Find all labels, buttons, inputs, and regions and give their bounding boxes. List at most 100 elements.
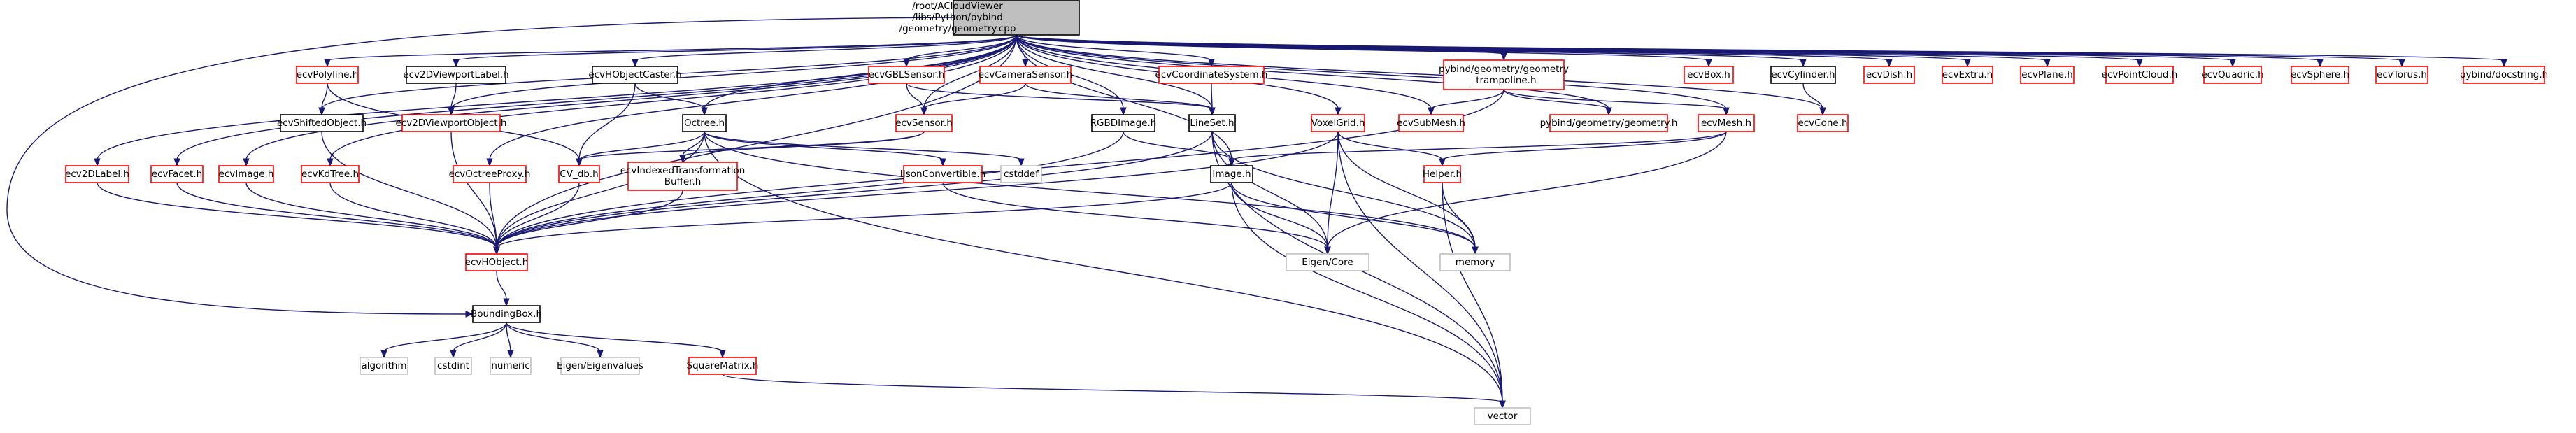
node-ecv-image[interactable]: ecvImage.h bbox=[218, 165, 274, 183]
node-ecv-kd-tree[interactable]: ecvKdTree.h bbox=[301, 165, 360, 183]
node-memory[interactable]: memory bbox=[1439, 253, 1511, 271]
edge-root-to-ecv-sensor bbox=[923, 34, 1017, 110]
edge-bounding-box-to-square-matrix bbox=[506, 322, 723, 353]
edge-root-to-docstring bbox=[1016, 34, 2505, 62]
node-box bbox=[903, 165, 983, 183]
node-label: ecvBox.h bbox=[1687, 69, 1730, 80]
node-ecv-hobject[interactable]: ecvHObject.h bbox=[465, 253, 529, 271]
node-ecv-facet[interactable]: ecvFacet.h bbox=[150, 165, 204, 183]
edge-root-to-ecv-polyline bbox=[327, 34, 1017, 62]
arrowhead bbox=[465, 311, 474, 318]
node-ecv2-dviewport-label[interactable]: ecv2DViewportLabel.h bbox=[403, 66, 509, 84]
node-cstdint[interactable]: cstdint bbox=[434, 357, 472, 375]
edge-root-to-ecv-octree-proxy bbox=[489, 34, 1017, 161]
node-line-set[interactable]: LineSet.h bbox=[1188, 114, 1236, 132]
node-ecv-torus[interactable]: ecvTorus.h bbox=[2375, 66, 2428, 84]
arrowhead bbox=[1018, 158, 1025, 167]
node-ijson-convertible[interactable]: IJsonConvertible.h bbox=[900, 165, 985, 183]
node-label: ecvShiftedObject.h bbox=[277, 118, 367, 129]
node-ecv-point-cloud[interactable]: ecvPointCloud.h bbox=[2102, 66, 2178, 84]
node-ecv-quadric[interactable]: ecvQuadric.h bbox=[2201, 66, 2264, 84]
node-box bbox=[150, 165, 204, 183]
node-box bbox=[1286, 253, 1369, 271]
node-cv-db[interactable]: CV_db.h bbox=[558, 165, 600, 183]
node-ecv-sub-mesh[interactable]: ecvSubMesh.h bbox=[1397, 114, 1465, 132]
node-ecv-dish[interactable]: ecvDish.h bbox=[1863, 66, 1915, 84]
node-label: Buffer.h bbox=[664, 176, 702, 187]
edge-ecv-mesh-to-eigen-core bbox=[1327, 131, 1727, 249]
node-box bbox=[490, 357, 532, 375]
arrowhead bbox=[324, 59, 331, 68]
node-ecv-box[interactable]: ecvBox.h bbox=[1684, 66, 1734, 84]
node-label: vector bbox=[1488, 411, 1518, 422]
edge-bounding-box-to-numeric bbox=[506, 322, 511, 353]
node-label: CV_db.h bbox=[560, 169, 598, 180]
node-root[interactable]: /root/ACloudViewer/libs/Python/pybind/ge… bbox=[899, 0, 1080, 36]
node-docstring[interactable]: pybind/docstring.h bbox=[2460, 66, 2548, 84]
node-ecv-sensor[interactable]: ecvSensor.h bbox=[895, 114, 953, 132]
node-ecv2-dviewport-object[interactable]: ecv2DViewportObject.h bbox=[396, 114, 507, 132]
node-ecv2-dlabel[interactable]: ecv2DLabel.h bbox=[65, 165, 129, 183]
node-label: ecvPlane.h bbox=[2021, 69, 2073, 80]
arrowhead bbox=[2136, 59, 2143, 68]
edge-root-to-ecv2-dviewport-label bbox=[455, 34, 1017, 62]
node-ecv-plane[interactable]: ecvPlane.h bbox=[2020, 66, 2075, 84]
node-ecv-hobject-caster[interactable]: ecvHObjectCaster.h bbox=[588, 66, 682, 84]
node-rgbdimage[interactable]: RGBDImage.h bbox=[1090, 114, 1157, 132]
edge-ecv-sensor-to-ecv-indexed-transformation-buffer bbox=[682, 131, 925, 157]
edge-ecv-shifted-object-to-ecv-hobject bbox=[321, 131, 497, 249]
node-label: pybind/geometry/geometry.h bbox=[1540, 118, 1678, 129]
node-ecv-extru[interactable]: ecvExtru.h bbox=[1942, 66, 1993, 84]
node-ecv-cylinder[interactable]: ecvCylinder.h bbox=[1770, 66, 1836, 84]
node-ecv-octree-proxy[interactable]: ecvOctreeProxy.h bbox=[449, 165, 531, 183]
node-eigen-eigenvalues[interactable]: Eigen/Eigenvalues bbox=[557, 357, 643, 375]
node-box bbox=[2291, 66, 2349, 84]
node-box bbox=[953, 0, 1080, 36]
arrowhead bbox=[1428, 107, 1435, 116]
arrowhead bbox=[327, 158, 334, 167]
node-octree[interactable]: Octree.h bbox=[682, 114, 727, 132]
node-ecv-mesh[interactable]: ecvMesh.h bbox=[1698, 114, 1755, 132]
node-cstddef[interactable]: cstddef bbox=[1000, 165, 1042, 183]
node-ecv-camera-sensor[interactable]: ecvCameraSensor.h bbox=[979, 66, 1073, 84]
node-ecv-coordinate-system[interactable]: ecvCoordinateSystem.h bbox=[1155, 66, 1268, 84]
node-eigen-core[interactable]: Eigen/Core bbox=[1286, 253, 1369, 271]
node-helper[interactable]: Helper.h bbox=[1423, 165, 1462, 183]
node-label: ecvCameraSensor.h bbox=[979, 69, 1073, 80]
node-ecv-polyline[interactable]: ecvPolyline.h bbox=[296, 66, 359, 84]
node-image[interactable]: Image.h bbox=[1210, 165, 1253, 183]
node-vector[interactable]: vector bbox=[1474, 407, 1531, 425]
edge-root-to-ecv-image bbox=[245, 34, 1017, 161]
node-ecv-gblsensor[interactable]: ecvGBLSensor.h bbox=[868, 66, 945, 84]
edge-root-to-ecv-kd-tree bbox=[329, 34, 1017, 161]
edge-octree-to-vector bbox=[704, 131, 1503, 403]
node-square-matrix[interactable]: SquareMatrix.h bbox=[687, 357, 759, 375]
node-algorithm[interactable]: algorithm bbox=[360, 357, 408, 375]
arrowhead bbox=[1324, 246, 1331, 255]
node-ecv-shifted-object[interactable]: ecvShiftedObject.h bbox=[277, 114, 367, 132]
node-pybind-geometry[interactable]: pybind/geometry/geometry.h bbox=[1540, 114, 1678, 132]
node-label: ecvDish.h bbox=[1866, 69, 1912, 80]
edge-ecv-polyline-to-ecv-shifted-object bbox=[321, 83, 328, 110]
node-ecv-cone[interactable]: ecvCone.h bbox=[1797, 114, 1849, 132]
arrowhead bbox=[1886, 59, 1893, 68]
node-label: ecvSensor.h bbox=[895, 118, 953, 129]
edge-voxel-grid-to-ecv-hobject bbox=[496, 131, 1339, 249]
node-numeric[interactable]: numeric bbox=[490, 357, 532, 375]
node-label: ecv2DLabel.h bbox=[65, 169, 129, 180]
arrowhead bbox=[453, 59, 460, 68]
node-ecv-sphere[interactable]: ecvSphere.h bbox=[2291, 66, 2349, 84]
edge-ecv-facet-to-ecv-hobject bbox=[176, 182, 497, 249]
node-label: Octree.h bbox=[684, 118, 725, 129]
node-label: ecvCone.h bbox=[1798, 118, 1847, 129]
edge-ecv-hobject-caster-to-cv-db bbox=[578, 83, 636, 161]
node-trampoline[interactable]: pybind/geometry/geometry_trampoline.h bbox=[1439, 59, 1569, 90]
edge-ecv-octree-proxy-to-ecv-hobject bbox=[489, 182, 497, 249]
node-bounding-box[interactable]: BoundingBox.h bbox=[471, 305, 542, 323]
edge-ecv2-dlabel-to-ecv-hobject bbox=[97, 182, 497, 249]
node-voxel-grid[interactable]: VoxelGrid.h bbox=[1311, 114, 1365, 132]
node-label: ecvHObjectCaster.h bbox=[588, 69, 681, 80]
edge-ecv2-dviewport-label-to-ecv2-dviewport-object bbox=[450, 83, 457, 110]
node-box bbox=[2203, 66, 2262, 84]
